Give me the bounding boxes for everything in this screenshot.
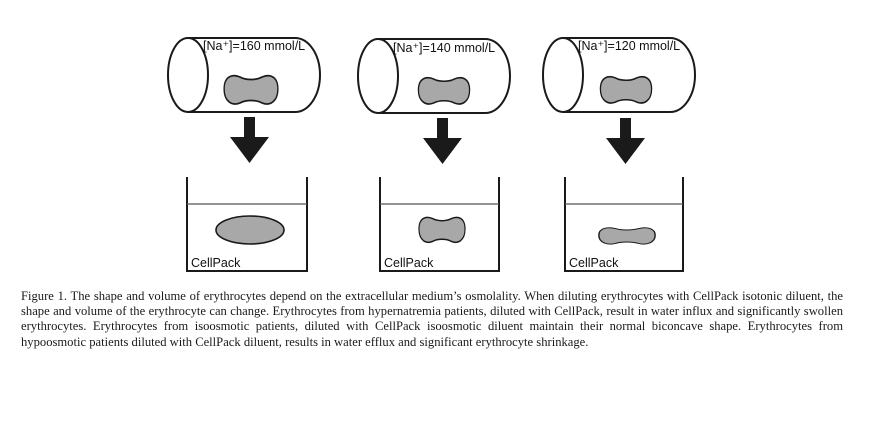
cellpack-label-3: CellPack [569,256,619,270]
panel-hyponatremia: [Na⁺]=120 mmol/L CellPack [542,37,696,272]
tube-1 [167,37,321,113]
erythrocyte-swollen [215,215,285,245]
erythrocyte-in-tube-3 [599,75,653,104]
erythrocyte-shrunken [598,227,656,245]
sodium-label-2: [Na⁺]=140 mmol/L [393,41,495,55]
sodium-label-1: [Na⁺]=160 mmol/L [203,39,305,53]
cellpack-label-2: CellPack [384,256,434,270]
arrow-down-icon [606,118,645,164]
container-1 [186,177,308,272]
container-3 [564,177,684,272]
erythrocyte-normal [418,216,466,244]
container-2 [379,177,500,272]
erythrocyte-in-tube-1 [223,74,279,105]
tube-2 [357,38,511,114]
erythrocyte-in-tube-2 [417,76,471,105]
panel-isoosmotic: [Na⁺]=140 mmol/L CellPack [357,38,511,272]
cellpack-label-1: CellPack [191,256,241,270]
tube-3 [542,37,696,113]
figure-diagram: [Na⁺]=160 mmol/L CellPack [Na⁺]=140 mmol… [167,37,696,272]
arrow-down-icon [423,118,462,164]
sodium-label-3: [Na⁺]=120 mmol/L [578,39,680,53]
panel-hypernatremia: [Na⁺]=160 mmol/L CellPack [167,37,321,272]
arrow-down-icon [230,117,269,163]
figure-caption: Figure 1. The shape and volume of erythr… [21,289,843,349]
